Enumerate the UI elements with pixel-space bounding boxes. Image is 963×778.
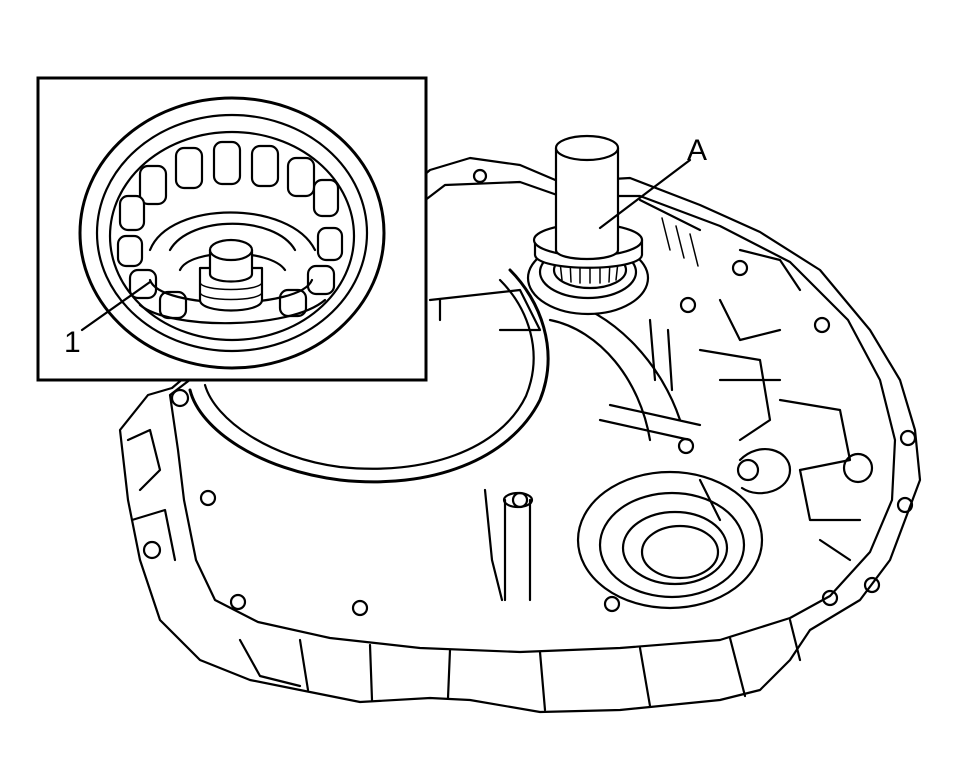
leader-line-part — [80, 280, 152, 332]
differential-bore — [576, 470, 764, 610]
callout-part-label: 1 — [64, 326, 81, 359]
seal-installer-tool — [526, 134, 650, 316]
detail-inset — [36, 76, 428, 382]
leader-line-tool — [598, 158, 692, 230]
center-shaft — [198, 238, 264, 312]
callout-tool-label: A — [687, 134, 707, 167]
